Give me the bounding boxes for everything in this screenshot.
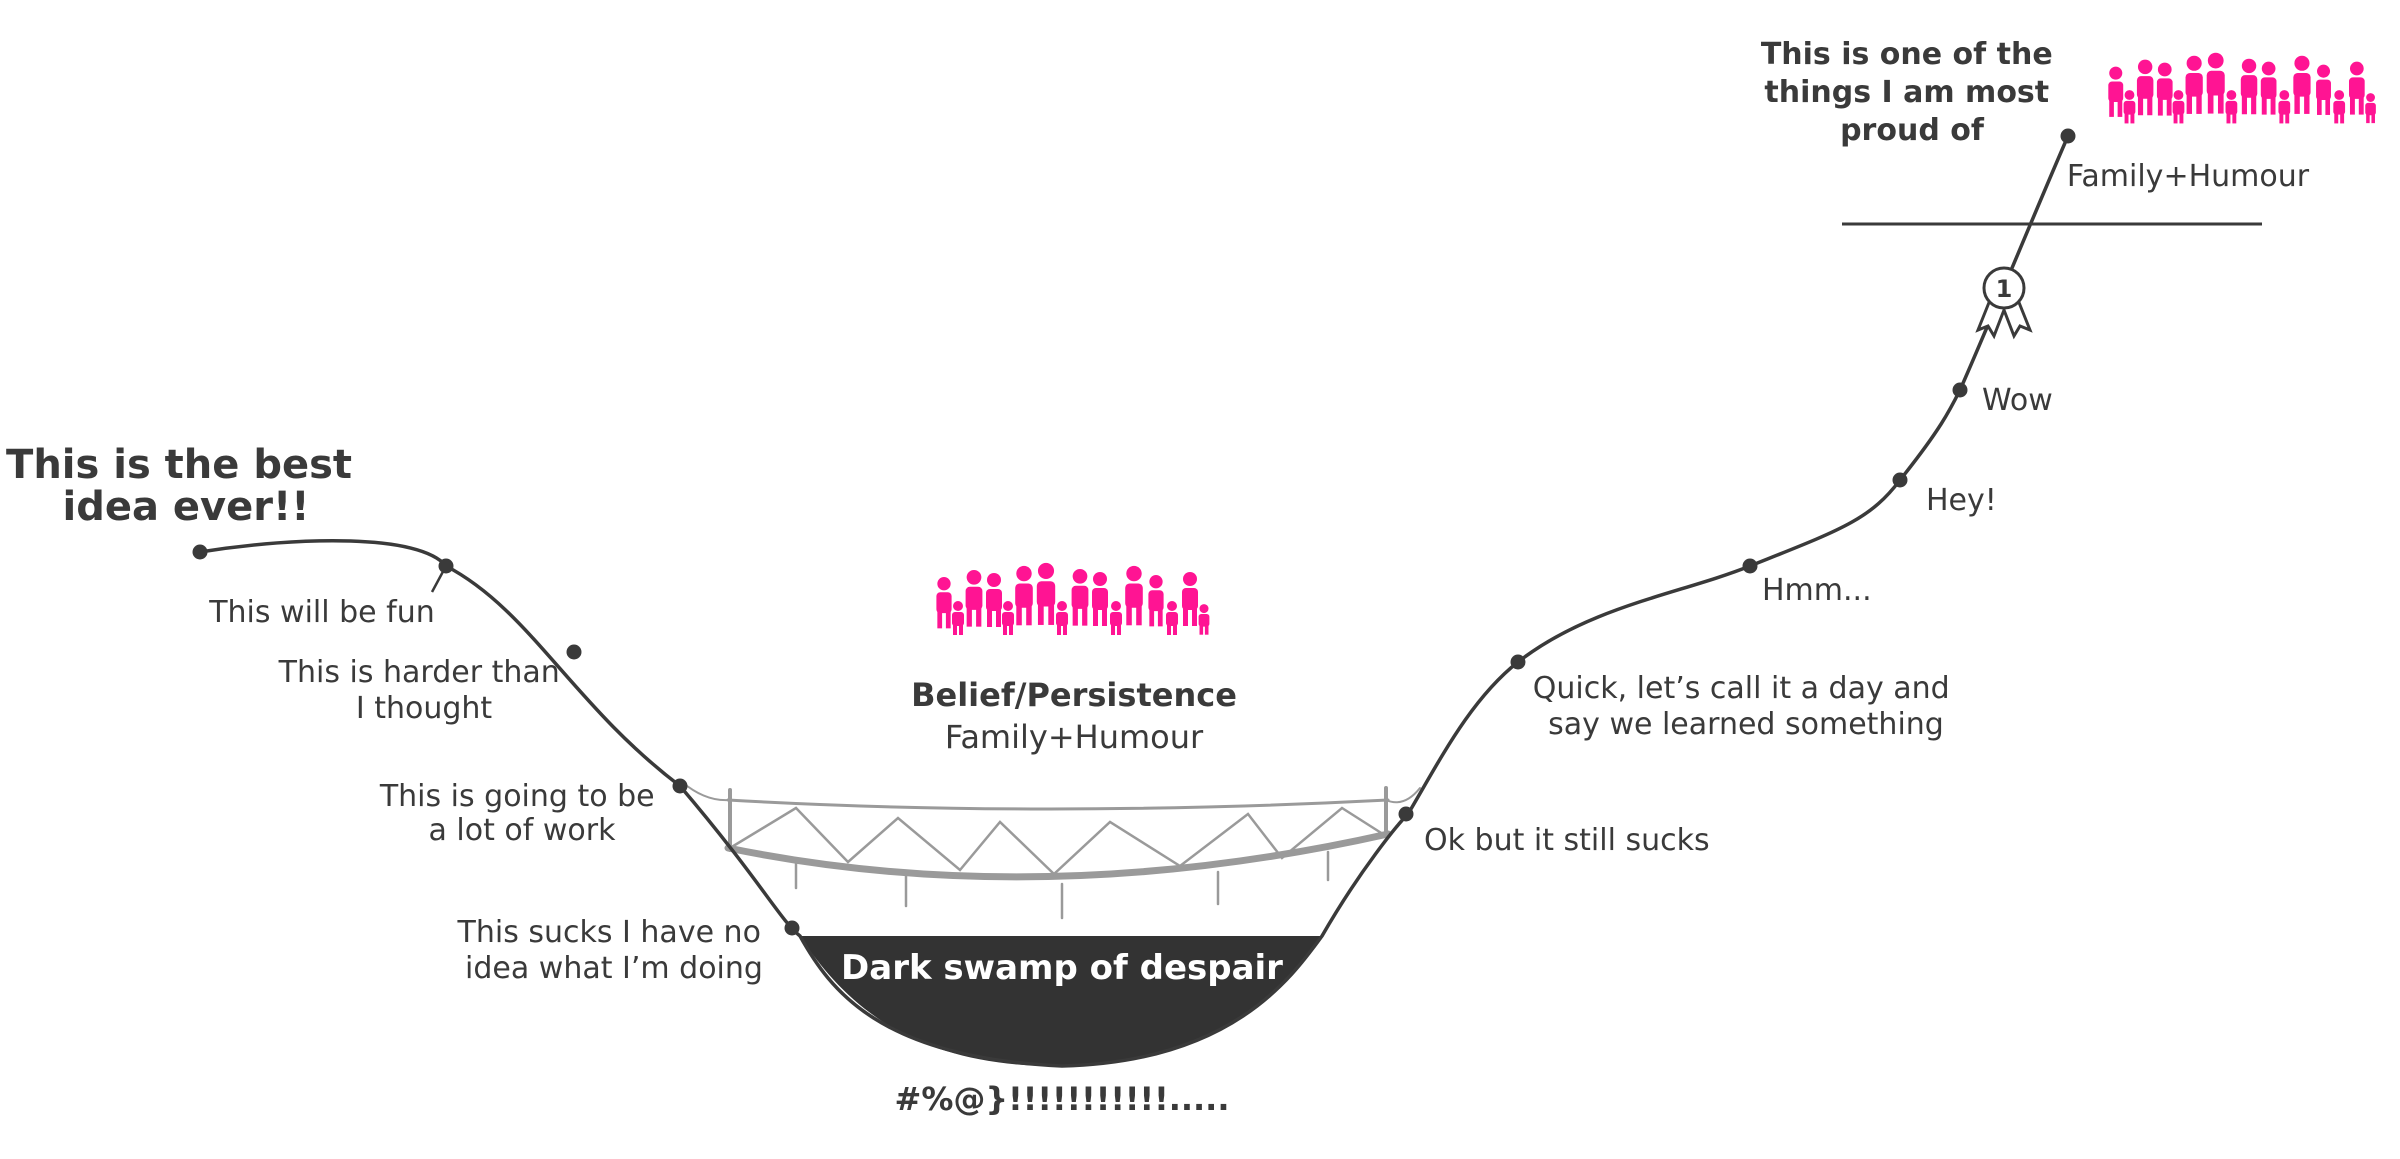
swamp-cry: #%@}!!!!!!!!!!!..... xyxy=(895,1080,1230,1118)
stage-label-line: things I am most xyxy=(1764,75,2049,110)
award-ribbon-tails xyxy=(1975,298,2033,340)
stage-marker xyxy=(784,920,800,936)
start-title: This is the best idea ever!! xyxy=(6,442,366,530)
award-number: 1 xyxy=(1996,275,2013,303)
bridge xyxy=(681,781,1421,920)
bridge-deck xyxy=(724,830,1392,881)
stage-label-line: Ok but it still sucks xyxy=(1424,823,1710,858)
stage-label-line: This sucks I have no xyxy=(457,915,761,950)
stage-label-fun: This will be fun xyxy=(208,595,435,630)
stage-label-line: Wow xyxy=(1982,383,2053,418)
stage-label-line: Quick, let’s call it a day and xyxy=(1533,671,1950,706)
top-caption: Family+Humour xyxy=(2067,159,2310,194)
stage-label-line: I thought xyxy=(356,691,493,726)
award-medal xyxy=(1982,266,2026,310)
stage-marker xyxy=(1510,654,1526,670)
start-title-line: idea ever!! xyxy=(63,484,310,530)
stage-marker xyxy=(672,778,688,794)
stage-marker xyxy=(192,544,208,560)
stage-marker xyxy=(1742,558,1758,574)
stage-marker xyxy=(2060,128,2076,144)
stage-label-still-sucks: Ok but it still sucks xyxy=(1424,823,1710,858)
start-title-line: This is the best xyxy=(6,442,352,488)
stage-label-line: say we learned something xyxy=(1548,707,1944,742)
stage-label-line: idea what I’m doing xyxy=(465,951,763,986)
stage-label-line: This is harder than xyxy=(278,655,560,690)
stage-label-line: Hey! xyxy=(1926,483,1997,518)
stage-leader-line xyxy=(430,565,448,593)
stage-label-line: This is one of the xyxy=(1761,37,2053,72)
stage-label-line: a lot of work xyxy=(429,813,617,848)
swamp-label: Dark swamp of despair xyxy=(841,948,1283,988)
bridge-cable-right xyxy=(1385,787,1421,804)
stage-label-call-it-a-day: Quick, let’s call it a day and say we le… xyxy=(1533,671,1960,742)
stage-markers xyxy=(192,128,2076,936)
stage-marker xyxy=(1952,382,1968,398)
stage-label-hmm: Hmm... xyxy=(1762,573,1872,608)
bridge-caption-subtitle: Family+Humour xyxy=(945,718,1204,756)
stage-label-harder: This is harder than I thought xyxy=(278,655,570,726)
stage-label-line: This is going to be xyxy=(379,779,655,814)
stage-label-line: Hmm... xyxy=(1762,573,1872,608)
bridge-truss xyxy=(728,806,1388,876)
stage-label-work: This is going to be a lot of work xyxy=(379,779,664,848)
stage-label-wow: Wow xyxy=(1982,383,2053,418)
stage-label-hey: Hey! xyxy=(1926,483,1997,518)
stage-label-line: This will be fun xyxy=(208,595,435,630)
stage-marker xyxy=(566,644,582,660)
stage-marker xyxy=(1892,472,1908,488)
swamp-of-despair xyxy=(800,936,1322,1067)
family-group-icon xyxy=(2108,53,2376,124)
bridge-caption-title: Belief/Persistence xyxy=(911,676,1237,714)
stage-marker xyxy=(1398,806,1414,822)
bridge-rail xyxy=(726,798,1390,811)
award-ribbon-icon: 1 xyxy=(1975,266,2033,340)
stage-label-sucks: This sucks I have no idea what I’m doing xyxy=(457,915,771,986)
stage-label-proud: This is one of the things I am most prou… xyxy=(1761,37,2063,148)
stage-label-line: proud of xyxy=(1840,113,1985,148)
family-group-icon xyxy=(936,563,1209,635)
